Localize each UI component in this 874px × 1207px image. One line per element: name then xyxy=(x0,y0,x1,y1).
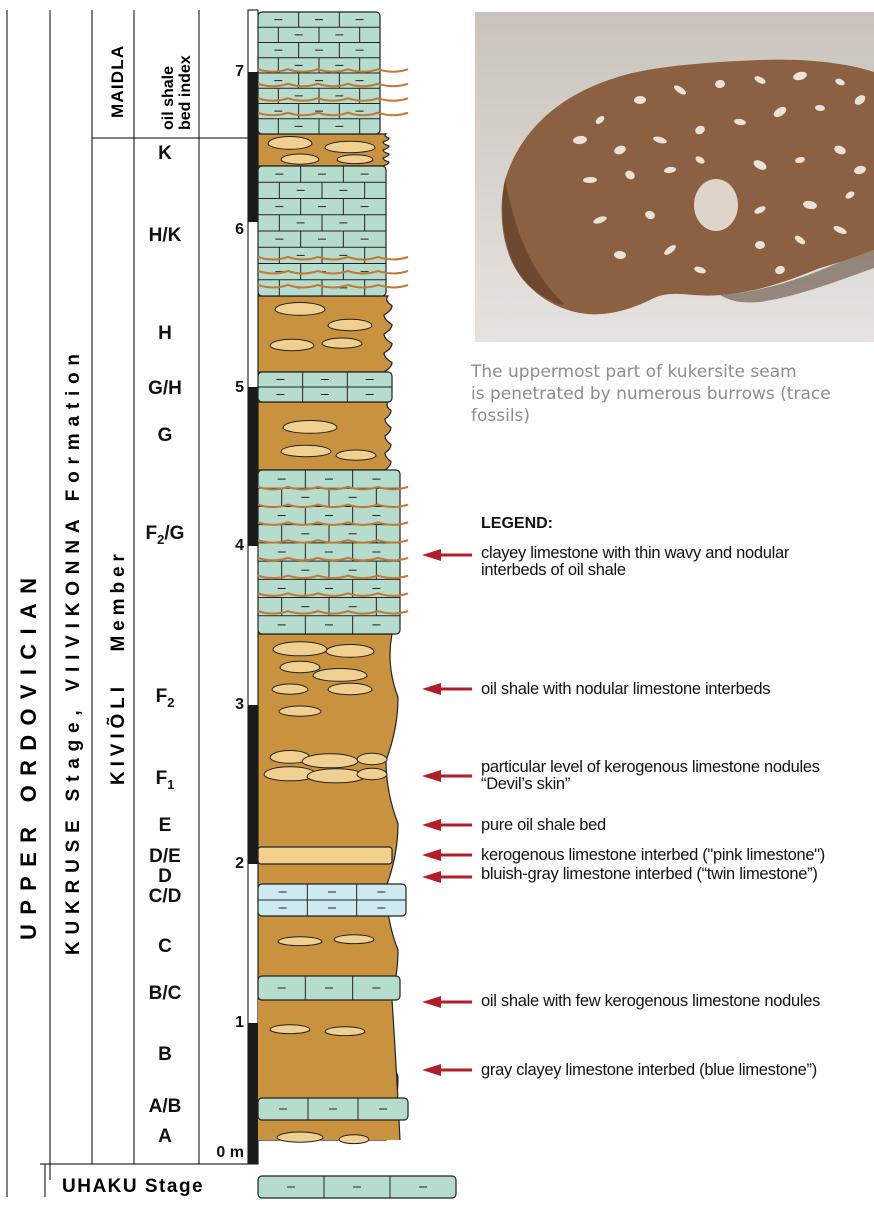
bed-label-D: D xyxy=(135,866,195,888)
limestone-nodule xyxy=(328,683,372,694)
legend-item: clayey limestone with thin wavy and nodu… xyxy=(481,545,789,579)
bed-label-C: C xyxy=(135,936,195,958)
limestone-nodule xyxy=(278,937,322,946)
limestone-nodule xyxy=(357,753,387,764)
limestone-nodule xyxy=(336,450,376,460)
limestone-nodule xyxy=(339,1135,369,1144)
photo-caption: The uppermost part of kukersite seam is … xyxy=(471,361,871,427)
legend-arrow xyxy=(422,819,472,831)
legend-arrow xyxy=(422,1064,472,1076)
bed-label-A: A xyxy=(135,1126,195,1148)
upper-ordovician-label: UPPER ORDOVICIAN xyxy=(16,569,41,940)
depth-label: 0 m xyxy=(204,1144,244,1162)
legend-arrow xyxy=(422,849,472,861)
depth-label: 1 xyxy=(224,1014,244,1032)
legend-item: oil shale with few kerogenous limestone … xyxy=(481,993,820,1010)
bed-index-header-line1: oil shale xyxy=(160,66,177,130)
depth-label: 7 xyxy=(224,63,244,81)
uhaku-stage-label: UHAKU Stage xyxy=(62,1176,204,1197)
limestone-nodule xyxy=(277,1132,323,1142)
column-frame xyxy=(7,10,252,1197)
oil-shale-bed xyxy=(258,402,391,470)
limestone-nodule xyxy=(272,684,308,694)
limestone-nodule xyxy=(279,706,321,716)
depth-scale-bar xyxy=(248,10,258,1164)
bed-label-F2G: F2/G xyxy=(135,523,195,547)
bed-label-CD: C/D xyxy=(135,886,195,908)
depth-label: 6 xyxy=(224,221,244,239)
maidla-label: MAIDLA xyxy=(108,45,127,118)
legend-item: pure oil shale bed xyxy=(481,817,606,834)
limestone-nodule xyxy=(270,339,314,350)
depth-label: 2 xyxy=(224,855,244,873)
limestone-nodule xyxy=(302,754,358,768)
limestone-nodule xyxy=(326,645,374,658)
depth-label: 3 xyxy=(224,696,244,714)
bed-index-header-line2: bed index xyxy=(177,55,194,130)
limestone-nodule xyxy=(313,669,367,682)
legend-arrows xyxy=(422,549,472,1076)
limestone-nodule xyxy=(270,1025,310,1034)
pink-limestone-bed xyxy=(258,847,392,864)
legend-arrow xyxy=(422,996,472,1008)
limestone-nodule xyxy=(334,935,374,944)
legend-item: oil shale with nodular limestone interbe… xyxy=(481,681,770,698)
bed-label-E: E xyxy=(135,815,195,837)
limestone-nodule xyxy=(337,155,373,164)
bed-label-F2: F2 xyxy=(135,686,195,710)
limestone-nodule xyxy=(281,154,319,164)
bed-label-DE: D/E xyxy=(135,846,195,868)
legend-arrow xyxy=(422,871,472,883)
bed-label-HK: H/K xyxy=(135,225,195,247)
bed-label-GH: G/H xyxy=(135,378,195,400)
limestone-nodule xyxy=(273,642,327,656)
limestone-nodule xyxy=(357,768,387,779)
limestone-nodule xyxy=(322,338,362,348)
legend-arrow xyxy=(422,770,472,782)
limestone-nodule xyxy=(325,141,375,152)
bed-label-AB: A/B xyxy=(135,1096,195,1118)
kukersite-sample-photo xyxy=(475,12,874,342)
bed-label-BC: B/C xyxy=(135,983,195,1005)
limestone-nodule xyxy=(268,137,312,150)
bed-label-B: B xyxy=(135,1044,195,1066)
bed-label-F1: F1 xyxy=(135,768,195,792)
legend-item: gray clayey limestone interbed (blue lim… xyxy=(481,1062,817,1079)
formation-label: KUKRUSE Stage, VIIVIKONNA Formation xyxy=(63,347,84,955)
bed-label-G: G xyxy=(135,425,195,447)
limestone-nodule xyxy=(328,319,372,330)
legend-title: LEGEND: xyxy=(481,515,553,533)
limestone-nodule xyxy=(283,421,337,434)
limestone-nodule xyxy=(280,661,320,672)
bed-label-H: H xyxy=(135,323,195,345)
depth-label: 4 xyxy=(224,537,244,555)
kivioli-member-label: KIVIÕLI Member xyxy=(107,549,129,785)
legend-arrow xyxy=(422,683,472,695)
depth-label: 5 xyxy=(224,379,244,397)
legend-item: bluish-gray limestone interbed (“twin li… xyxy=(481,866,818,883)
limestone-nodule xyxy=(325,1027,365,1036)
limestone-nodule xyxy=(275,303,325,316)
legend-arrow xyxy=(422,549,472,561)
bed-label-K: K xyxy=(135,143,195,165)
lithology-column xyxy=(258,12,456,1198)
limestone-nodule xyxy=(281,445,331,456)
legend-item: kerogenous limestone interbed ("pink lim… xyxy=(481,847,825,864)
limestone-nodule xyxy=(307,769,365,783)
legend-item: particular level of kerogenous limestone… xyxy=(481,759,820,793)
